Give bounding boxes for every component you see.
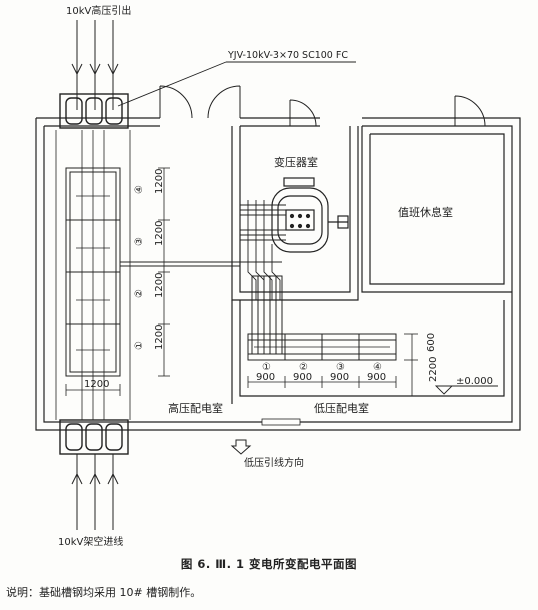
hv-panel-number-1: ① xyxy=(134,341,145,350)
hv-switchgear-column xyxy=(55,130,131,420)
door-swings xyxy=(159,85,486,127)
lv-panel-dim-3: 900 xyxy=(330,372,349,383)
lv-panel-number-3: ③ xyxy=(336,362,345,373)
lv-panel-dim-1: 900 xyxy=(256,372,275,383)
lv-panel-number-2: ② xyxy=(299,362,308,373)
hv-width-label: 1200 xyxy=(84,379,109,390)
lv-depth-label: 600 xyxy=(426,333,437,352)
building-walls xyxy=(35,117,521,431)
figure-caption: 图 6. Ⅲ. 1 变电所变配电平面图 xyxy=(180,557,358,571)
top-entry-box xyxy=(59,93,129,129)
hv-room-label: 高压配电室 xyxy=(168,401,223,415)
transformer-busbars xyxy=(240,200,286,300)
floor-plan-drawing: 10kV高压引出 YJV-10kV-3×70 SC100 FC xyxy=(35,4,521,548)
lv-room-label: 低压配电室 xyxy=(314,401,369,415)
hv-panel-dim-4: 1200 xyxy=(154,169,165,194)
lv-panel-dim-2: 900 xyxy=(293,372,312,383)
lv-direction-arrow xyxy=(230,439,252,455)
hv-panel-dim-3: 1200 xyxy=(154,221,165,246)
transformer-room-label: 变压器室 xyxy=(274,155,318,169)
bottom-entry-box xyxy=(59,419,129,455)
cable-spec-label: YJV-10kV-3×70 SC100 FC xyxy=(227,50,348,61)
lv-direction-label: 低压引线方向 xyxy=(244,456,304,469)
elevation-mark xyxy=(434,385,498,395)
hv-panel-labels: ④ 1200 ③ 1200 ② 1200 ① 1200 xyxy=(134,169,165,350)
lv-switchgear-row xyxy=(247,333,397,361)
lv-bus-duct xyxy=(251,275,283,355)
lv-clearance-label: 2200 xyxy=(428,357,439,382)
hv-outlet-label: 10kV高压引出 xyxy=(66,4,131,17)
hv-width-dimension xyxy=(65,384,121,396)
lv-panel-dim-4: 900 xyxy=(367,372,386,383)
hv-panel-number-3: ③ xyxy=(134,237,145,246)
overhead-incoming-label: 10kV架空进线 xyxy=(58,535,123,548)
hv-panel-dim-1: 1200 xyxy=(154,325,165,350)
lv-panel-number-4: ④ xyxy=(373,362,382,373)
hv-panel-ticks xyxy=(76,195,110,351)
lv-depth-dimension xyxy=(404,333,418,397)
hv-panel-number-2: ② xyxy=(134,289,145,298)
hv-to-transformer-cable xyxy=(120,261,282,267)
transformer-symbol xyxy=(271,177,349,253)
elevation-label: ±0.000 xyxy=(456,376,493,387)
lv-panel-number-1: ① xyxy=(262,362,271,373)
lv-panel-labels: ① 900 ② 900 ③ 900 ④ 900 xyxy=(256,362,386,383)
overhead-incoming-cables xyxy=(71,454,119,530)
figure-note: 说明：基础槽钢均采用 10# 槽钢制作。 xyxy=(6,586,202,599)
cable-spec-leader xyxy=(117,61,227,107)
duty-room-label: 值班休息室 xyxy=(398,205,453,219)
hv-panel-number-4: ④ xyxy=(134,185,145,194)
lv-width-dimension xyxy=(247,376,397,388)
hv-outlet-cables xyxy=(71,20,119,110)
hv-vertical-dimension xyxy=(158,167,170,377)
hv-panel-dim-2: 1200 xyxy=(154,273,165,298)
